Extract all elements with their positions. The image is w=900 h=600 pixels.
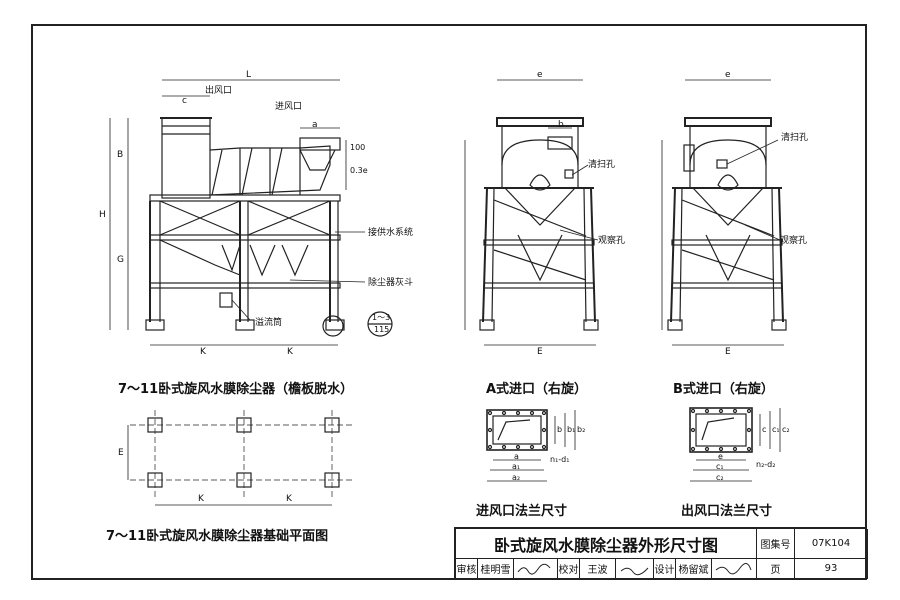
foundation-dim-E: E bbox=[118, 448, 124, 458]
outlet-callout: 出风口 bbox=[205, 86, 233, 96]
dim-K-left: K bbox=[200, 347, 206, 357]
inlet-callout: 进风口 bbox=[275, 102, 303, 112]
outlet-flange-title: 出风口法兰尺寸 bbox=[681, 504, 773, 519]
detail-ref-top: 1～3 bbox=[372, 313, 391, 322]
outlet-flange-dim-c2-side: c₂ bbox=[782, 425, 790, 434]
inlet-flange-dim-a: a bbox=[514, 452, 519, 461]
inlet-flange-view bbox=[486, 409, 576, 482]
outlet-flange-bolts: n₂-d₂ bbox=[756, 460, 776, 469]
title-block: 卧式旋风水膜除尘器外形尺寸图 图集号 07K104 审核 桂明雪 校对 王波 设… bbox=[454, 527, 868, 579]
designer-signature-mark bbox=[715, 562, 752, 574]
checker-name: 王波 bbox=[580, 559, 616, 579]
elevation-view bbox=[109, 79, 393, 346]
inlet-flange-dim-b1: b₁ bbox=[567, 425, 576, 434]
type-b-dim-E: E bbox=[725, 347, 731, 357]
foundation-dim-K-right: K bbox=[286, 494, 292, 504]
inlet-flange-dim-b: b bbox=[557, 425, 563, 434]
dim-L: L bbox=[246, 70, 252, 80]
detail-ref-bottom: 115 bbox=[374, 325, 390, 334]
inlet-flange-dim-a1: a₁ bbox=[512, 462, 521, 471]
page-no: 93 bbox=[795, 559, 868, 579]
type-a-dim-b: b bbox=[558, 120, 564, 130]
inlet-flange-dim-b2: b₂ bbox=[577, 425, 586, 434]
type-b-inspection-callout: 观察孔 bbox=[780, 236, 808, 246]
reviewer-label: 审核 bbox=[456, 559, 478, 579]
inlet-flange-dim-a2: a₂ bbox=[512, 473, 521, 482]
dim-G: G bbox=[117, 255, 124, 265]
dim-100: 100 bbox=[350, 143, 366, 152]
type-a-cleanout-callout: 清扫孔 bbox=[588, 160, 616, 170]
type-a-dim-E: E bbox=[537, 347, 543, 357]
foundation-title: 7～11卧式旋风水膜除尘器基础平面图 bbox=[106, 529, 329, 544]
atlas-no-label: 图集号 bbox=[757, 529, 795, 559]
type-a-title: A式进口（右旋） bbox=[486, 382, 588, 397]
foundation-plan bbox=[127, 410, 355, 506]
type-b-cleanout-callout: 清扫孔 bbox=[781, 133, 809, 143]
dim-B: B bbox=[117, 150, 124, 160]
designer-signature bbox=[712, 559, 757, 579]
outlet-flange-dim-c1-side: c₁ bbox=[772, 425, 780, 434]
checker-signature-mark bbox=[620, 567, 648, 575]
page-label: 页 bbox=[757, 559, 795, 579]
reviewer-name: 桂明雪 bbox=[478, 559, 514, 579]
drawing-title: 卧式旋风水膜除尘器外形尺寸图 bbox=[456, 529, 757, 559]
type-a-dim-e: e bbox=[537, 70, 543, 80]
outlet-flange-dim-c: c bbox=[762, 425, 767, 434]
dim-a: a bbox=[312, 120, 318, 130]
type-b-view bbox=[661, 79, 787, 346]
dim-c: c bbox=[182, 96, 187, 106]
outlet-flange-view bbox=[689, 407, 781, 482]
dim-K-right: K bbox=[287, 347, 293, 357]
checker-label: 校对 bbox=[558, 559, 580, 579]
atlas-no: 07K104 bbox=[795, 529, 868, 559]
water-supply-callout: 接供水系统 bbox=[368, 228, 414, 238]
checker-signature bbox=[616, 559, 654, 579]
reviewer-signature bbox=[514, 559, 558, 579]
type-a-view bbox=[464, 79, 599, 346]
inlet-flange-title: 进风口法兰尺寸 bbox=[476, 504, 568, 519]
drawing-frame bbox=[31, 24, 867, 580]
designer-name: 杨留斌 bbox=[676, 559, 712, 579]
foundation-dim-K-left: K bbox=[198, 494, 204, 504]
type-b-title: B式进口（右旋） bbox=[673, 382, 774, 397]
dim-H: H bbox=[99, 210, 106, 220]
designer-label: 设计 bbox=[654, 559, 676, 579]
reviewer-signature-mark bbox=[517, 563, 550, 574]
outlet-flange-dim-e: e bbox=[718, 452, 723, 461]
outlet-flange-dim-c2: c₂ bbox=[716, 473, 724, 482]
type-b-dim-e: e bbox=[725, 70, 731, 80]
overflow-callout: 溢流筒 bbox=[255, 318, 283, 328]
elevation-title: 7～11卧式旋风水膜除尘器（檐板脱水） bbox=[118, 382, 354, 397]
outlet-flange-dim-c1: c₁ bbox=[716, 462, 724, 471]
inlet-flange-bolts: n₁-d₁ bbox=[550, 455, 570, 464]
ash-hopper-callout: 除尘器灰斗 bbox=[368, 278, 414, 288]
dim-0-3e: 0.3e bbox=[350, 166, 368, 175]
type-a-inspection-callout: 观察孔 bbox=[598, 236, 626, 246]
